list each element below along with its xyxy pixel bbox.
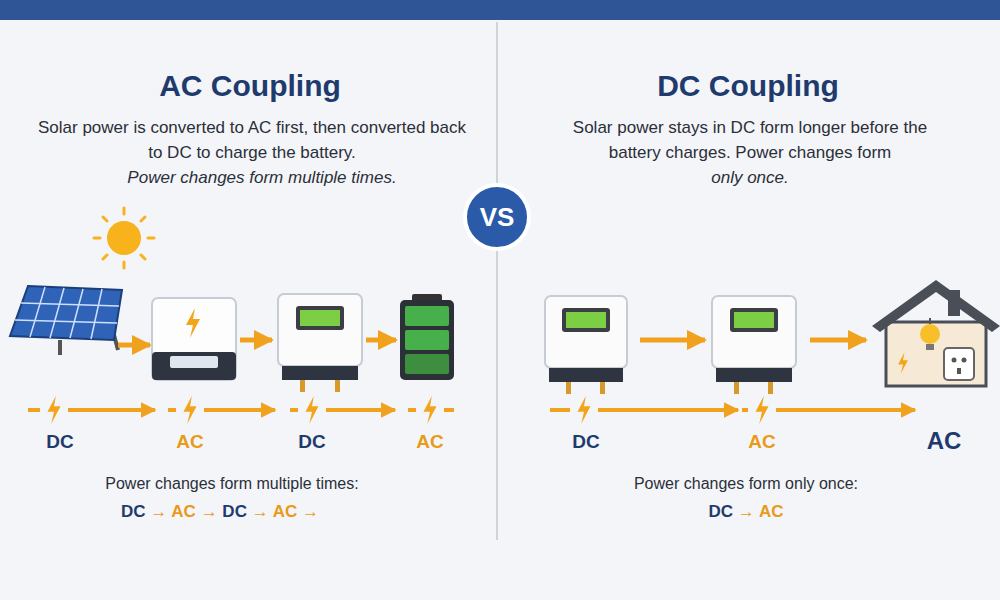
sequence-token: →	[150, 502, 171, 521]
label: only once.	[600, 166, 900, 191]
sequence-token: AC	[171, 502, 200, 521]
sequence-token: DC	[709, 502, 738, 521]
sequence-token: →	[302, 502, 319, 521]
conversion-sequence: DC → AC	[596, 500, 896, 525]
sequence-token: DC	[222, 502, 251, 521]
label: AC	[400, 428, 460, 456]
vs-text: VS	[480, 202, 515, 233]
label: AC	[914, 424, 974, 459]
sequence-token: AC	[273, 502, 302, 521]
panel-title: DC Coupling	[528, 64, 968, 108]
conversion-sequence: DC → AC → DC → AC →	[10, 500, 430, 525]
conversion-row	[550, 408, 915, 412]
label: AC	[732, 428, 792, 456]
label: DC	[282, 428, 342, 456]
divider	[496, 22, 498, 540]
sequence-token: →	[201, 502, 223, 521]
sun-icon	[94, 208, 154, 268]
top-bar	[0, 0, 1000, 20]
flow-arrow	[640, 338, 866, 343]
label: Power changes form multiple times.	[52, 166, 472, 191]
label: Solar power stays in DC form longer befo…	[550, 116, 950, 165]
label: AC	[160, 428, 220, 456]
label: Solar power is converted to AC first, th…	[32, 116, 472, 165]
label: Power changes form only once:	[546, 472, 946, 495]
solar-panel	[10, 286, 122, 355]
inverter	[152, 298, 236, 380]
conversion-row	[28, 408, 454, 412]
vs-circle: VS	[462, 182, 532, 252]
charge-controller	[278, 294, 362, 392]
panel-title: AC Coupling	[30, 64, 470, 108]
label: DC	[556, 428, 616, 456]
charge-controller	[545, 296, 627, 394]
battery	[400, 294, 454, 380]
house	[872, 280, 1000, 386]
hybrid-inverter	[712, 296, 796, 394]
sequence-token: DC	[121, 502, 150, 521]
sequence-token: →	[252, 502, 273, 521]
sequence-token: →	[738, 502, 759, 521]
label: Power changes form multiple times:	[22, 472, 442, 495]
label: DC	[30, 428, 90, 456]
sequence-token: AC	[759, 502, 784, 521]
